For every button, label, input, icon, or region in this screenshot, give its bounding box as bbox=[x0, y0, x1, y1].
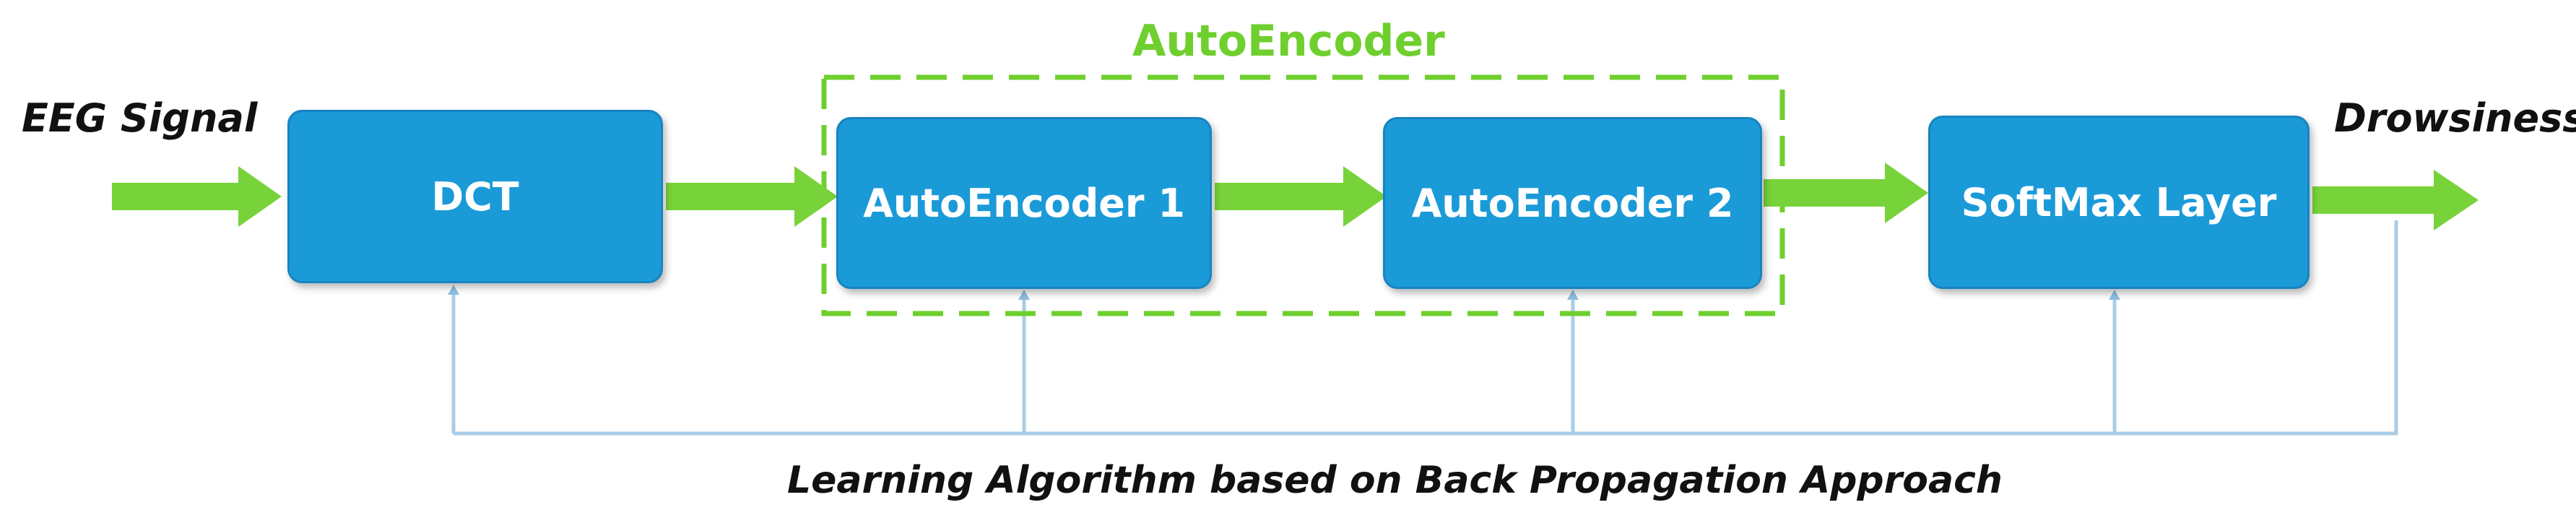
output-label: Drowsiness bbox=[2334, 95, 2576, 141]
autoencoder2-block: AutoEncoder 2 bbox=[1383, 117, 1762, 289]
feedback-arrowhead-dct bbox=[448, 285, 459, 295]
feedback-lines bbox=[451, 220, 2398, 436]
arrow-softmax-to-output bbox=[2312, 170, 2479, 230]
feedback-bus-line bbox=[454, 220, 2398, 436]
feedback-arrowhead-autoencoder1 bbox=[1018, 290, 1030, 300]
dct-block-label: DCT bbox=[431, 173, 519, 220]
arrow-autoencoder1-to-autoencoder2 bbox=[1215, 166, 1387, 227]
feedback-arrowheads bbox=[448, 285, 2120, 300]
feedback-arrowhead-softmax bbox=[2109, 290, 2120, 300]
autoencoder2-block-label: AutoEncoder 2 bbox=[1411, 180, 1734, 226]
autoencoder-group-title: AutoEncoder bbox=[1132, 16, 1445, 66]
input-label: EEG Signal bbox=[22, 95, 258, 141]
autoencoder1-block: AutoEncoder 1 bbox=[836, 117, 1212, 289]
arrow-autoencoder2-to-softmax bbox=[1764, 163, 1928, 223]
arrow-dct-to-autoencoder1 bbox=[666, 166, 838, 227]
autoencoder1-block-label: AutoEncoder 1 bbox=[863, 180, 1185, 226]
softmax-block: SoftMax Layer bbox=[1928, 116, 2310, 289]
dct-block: DCT bbox=[287, 110, 663, 283]
learning-algorithm-caption: Learning Algorithm based on Back Propaga… bbox=[787, 459, 2003, 502]
forward-arrows bbox=[112, 163, 2479, 230]
arrow-input-to-dct bbox=[112, 166, 282, 227]
feedback-arrowhead-autoencoder2 bbox=[1567, 290, 1579, 300]
softmax-block-label: SoftMax Layer bbox=[1961, 179, 2277, 225]
